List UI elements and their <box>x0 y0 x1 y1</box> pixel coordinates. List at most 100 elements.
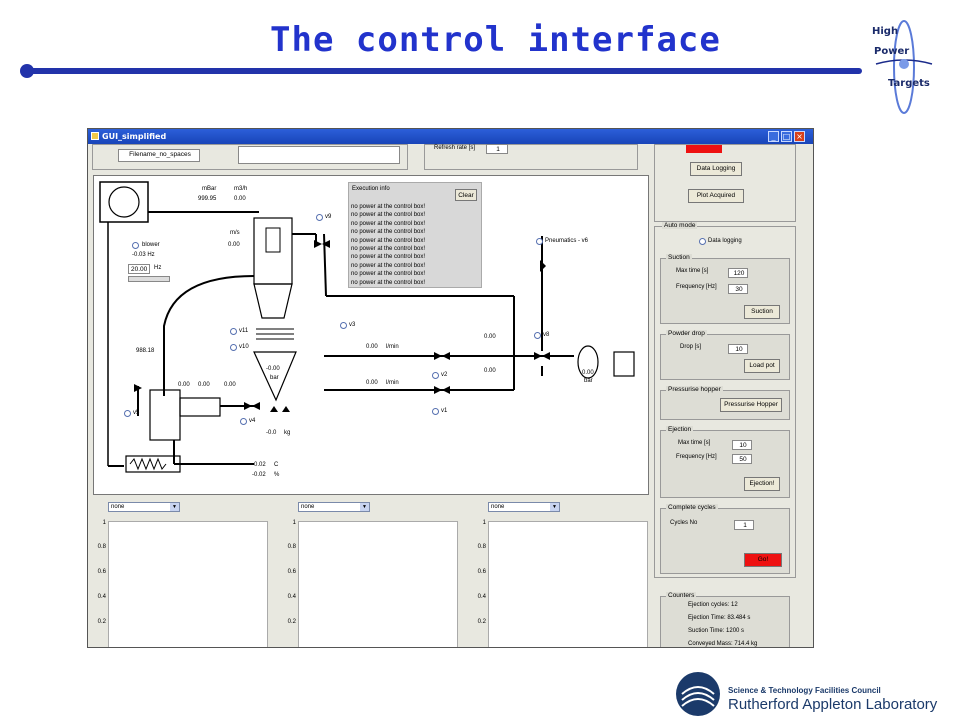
value-988: 988.18 <box>136 348 155 354</box>
tank-unit: bar <box>584 378 593 384</box>
cycles-input[interactable]: 1 <box>734 520 754 530</box>
plot1-ytick: 0.2 <box>97 619 106 625</box>
counters-panel <box>660 596 790 647</box>
suction-max-time-input[interactable]: 120 <box>728 268 748 278</box>
temp-value: -0.02 <box>252 462 266 468</box>
v10-radio[interactable] <box>230 344 237 351</box>
suction-time: Suction Time: 1200 s <box>688 628 745 634</box>
logging-panel <box>654 144 796 222</box>
ejection-button[interactable]: Ejection! <box>744 477 780 491</box>
data-logging-radio[interactable] <box>699 238 706 245</box>
v10-label: v10 <box>239 344 249 350</box>
v4-radio[interactable] <box>240 418 247 425</box>
blower-label: blower <box>142 242 160 248</box>
v2-radio[interactable] <box>432 372 439 379</box>
top-panel <box>92 144 408 170</box>
execution-message: no power at the control box! <box>351 212 426 219</box>
refresh-panel <box>424 144 638 170</box>
blower-slider[interactable] <box>128 276 170 282</box>
schematic-panel: mBar 999.95 m3/h 0.00 m/s 0.00 blower -0… <box>93 175 649 495</box>
drop-input[interactable]: 10 <box>728 344 748 354</box>
v3-radio[interactable] <box>340 322 347 329</box>
flow2-unit: l/min <box>386 380 399 386</box>
ejection-time: Ejection Time: 83.484 s <box>688 615 751 621</box>
stfc-council: Science & Technology Facilities Council <box>728 686 881 695</box>
refresh-input[interactable]: 1 <box>486 144 508 154</box>
blower-hz-input[interactable]: 20.00 <box>128 264 150 274</box>
chevron-down-icon: ▼ <box>360 503 369 511</box>
ejection-freq-input[interactable]: 50 <box>732 454 752 464</box>
plot2-ytick: 0.2 <box>287 619 296 625</box>
drop-label: Drop [s] <box>680 344 702 350</box>
pneumatics-radio[interactable] <box>536 238 543 245</box>
m3h-label: m3/h <box>234 186 248 192</box>
execution-info-title: Execution info <box>352 186 390 192</box>
mbar-label: mBar <box>202 186 217 192</box>
hopper-bar-value: -0.00 <box>266 366 280 372</box>
v4-label: v4 <box>249 418 256 424</box>
hpt-logo: High Power Targets <box>866 12 946 122</box>
ms-label: m/s <box>230 230 240 236</box>
plot1-ytick: 0.4 <box>97 594 106 600</box>
execution-message: no power at the control box! <box>351 254 426 261</box>
v9-radio[interactable] <box>316 214 323 221</box>
ejection-cycles: Ejection cycles: 12 <box>688 602 738 608</box>
flow2-value: 0.00 <box>366 380 378 386</box>
data-logging-label: Data logging <box>708 238 742 244</box>
maximize-icon[interactable]: □ <box>781 131 792 142</box>
process-schematic <box>99 181 635 473</box>
slide-title: The control interface <box>270 20 721 60</box>
ejection-title: Ejection <box>666 426 694 433</box>
v5-label: v5 <box>133 410 140 416</box>
cycles-label: Cycles No <box>670 520 698 526</box>
plot2-ytick: 0.4 <box>287 594 296 600</box>
plot1-select-value: none <box>111 504 125 510</box>
app-icon <box>91 132 99 140</box>
suction-freq-input[interactable]: 30 <box>728 284 748 294</box>
ejection-max-time-input[interactable]: 10 <box>732 440 752 450</box>
suction-button[interactable]: Suction <box>744 305 780 319</box>
go-button[interactable]: Go! <box>744 553 782 567</box>
plot3-select[interactable]: none▼ <box>488 502 560 512</box>
v1-radio[interactable] <box>432 408 439 415</box>
hum-value: -0.02 <box>252 472 266 478</box>
plot1-ytick: 0.6 <box>97 569 106 575</box>
value-zeros-b: 0.00 <box>198 382 210 388</box>
plot1-select[interactable]: none▼ <box>108 502 180 512</box>
plot2-select-value: none <box>301 504 315 510</box>
auto-mode-title: Auto mode <box>662 222 698 229</box>
plot3-ytick: 0.2 <box>477 619 486 625</box>
title-rule-dot <box>20 64 34 78</box>
counters-title: Counters <box>666 592 697 599</box>
blower-hz: -0.03 Hz <box>132 252 155 258</box>
close-icon[interactable]: × <box>794 131 805 142</box>
v11-radio[interactable] <box>230 328 237 335</box>
clear-button[interactable]: Clear <box>455 189 477 201</box>
v5-radio[interactable] <box>124 410 131 417</box>
data-logging-button[interactable]: Data Logging <box>690 162 742 176</box>
execution-message: no power at the control box! <box>351 279 426 286</box>
plot3-ytick: 0.6 <box>477 569 486 575</box>
pressurise-hopper-button[interactable]: Pressurise Hopper <box>720 398 782 412</box>
minimize-icon[interactable]: _ <box>768 131 779 142</box>
plot2-select[interactable]: none ▼ <box>298 502 370 512</box>
load-pot-button[interactable]: Load pot <box>744 359 780 373</box>
filename-field[interactable]: Filename_no_spaces <box>118 149 200 162</box>
window-titlebar[interactable]: GUI_simplified <box>88 129 813 144</box>
ejection-freq-label: Frequency [Hz] <box>676 454 717 460</box>
v8-radio[interactable] <box>534 332 541 339</box>
plot1-ytick: 1 <box>102 520 106 526</box>
status-indicator <box>686 144 722 153</box>
plot3-ytick: 0.4 <box>477 594 486 600</box>
comment-field[interactable] <box>238 146 400 164</box>
auto-mode-panel <box>654 226 796 578</box>
blower-radio[interactable] <box>132 242 139 249</box>
plot3-ytick: 0.8 <box>477 544 486 550</box>
plot-acquired-button[interactable]: Plot Acquired <box>688 189 744 203</box>
execution-message: no power at the control box! <box>351 220 426 227</box>
tank-value: 0.00 <box>582 370 594 376</box>
conveyed-mass: Conveyed Mass: 714.4 kg <box>688 641 758 647</box>
stfc-logo-icon <box>676 672 720 716</box>
plot3-area <box>488 521 648 647</box>
v1-label: v1 <box>441 408 448 414</box>
